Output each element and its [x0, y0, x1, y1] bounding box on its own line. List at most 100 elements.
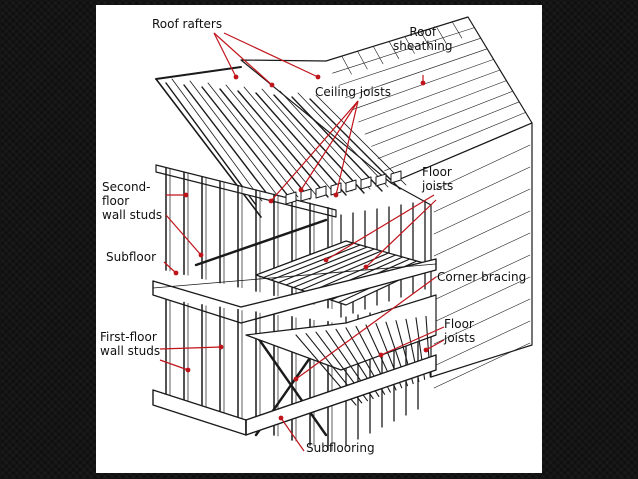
leader-line	[213, 32, 237, 78]
siding-line	[433, 210, 531, 257]
rafter	[219, 88, 311, 200]
sheathing-seam	[357, 50, 368, 70]
upper-floor-joist	[277, 246, 368, 284]
leader-line	[270, 100, 359, 202]
siding-line	[433, 166, 531, 213]
leader-dot	[218, 344, 224, 350]
leader-line	[335, 100, 359, 196]
label-floor-joists-lower: Floor joists	[444, 317, 476, 345]
leader-dot	[269, 82, 275, 88]
framing-linework	[152, 16, 533, 452]
leader-line	[163, 261, 177, 274]
ceiling-joist-end	[360, 176, 372, 190]
leader-line	[213, 32, 273, 86]
label-roof-sheathing: Roof sheathing	[393, 25, 453, 53]
upper-floor-joist	[255, 240, 347, 276]
label-subflooring: Subflooring	[306, 441, 375, 455]
leader-dot	[183, 192, 189, 198]
rafter-edge	[279, 90, 371, 190]
sheathing-seam	[341, 55, 352, 75]
rafter	[183, 84, 275, 204]
sheathing-course	[371, 90, 514, 147]
sheathing-seam	[420, 31, 431, 49]
leader-line	[223, 32, 319, 78]
ceiling-joist-end	[315, 185, 327, 199]
ceiling-joist-end	[345, 179, 357, 193]
rafter-edge	[171, 78, 263, 202]
leader-dot	[293, 376, 299, 382]
rafter-edge	[297, 92, 389, 188]
label-leaders	[159, 32, 445, 452]
label-second-floor-wall-studs: Second- floor wall studs	[102, 180, 163, 222]
upper-floor-joist	[262, 242, 354, 279]
leader-dot	[378, 352, 384, 358]
siding-line	[433, 254, 531, 301]
rafter-edge	[225, 84, 317, 196]
sheathing-seam	[388, 41, 400, 59]
sheathing-seam	[373, 46, 384, 65]
ceiling-joist-end	[375, 173, 387, 187]
subfloor-band	[152, 258, 437, 324]
leader-line	[280, 417, 305, 452]
leader-dot	[298, 187, 304, 193]
leader-dot	[323, 257, 329, 263]
rafter-edge	[189, 80, 281, 200]
leader-line	[365, 199, 437, 268]
sheathing-course	[384, 112, 526, 172]
leader-dot	[363, 264, 369, 270]
upper-floor-joist	[270, 244, 361, 281]
sheathing-course	[332, 27, 475, 74]
sheathing-course	[364, 80, 507, 135]
label-roof-rafters: Roof rafters	[152, 17, 223, 31]
sheathing-course	[377, 101, 520, 159]
upper-floor-joist	[292, 250, 383, 289]
rafter	[165, 82, 257, 206]
sheathing-course	[338, 37, 482, 86]
label-ceiling-joists: Ceiling joists	[315, 85, 392, 99]
leader-line	[159, 346, 222, 350]
sheathing-seam	[451, 21, 463, 39]
ceiling-joist-end	[390, 170, 402, 184]
siding-line	[433, 320, 531, 367]
ceiling-joist-end	[285, 191, 297, 205]
label-first-floor-wall-studs: First-floor wall studs	[100, 330, 161, 358]
leader-line	[295, 276, 437, 380]
leader-dot	[268, 198, 274, 204]
leader-line	[159, 359, 189, 371]
siding-line	[433, 276, 531, 323]
leader-dot	[278, 415, 284, 421]
rafter-edge	[243, 86, 335, 194]
leader-dot	[173, 270, 179, 276]
sheathing-course	[345, 48, 488, 98]
leader-dot	[315, 74, 321, 80]
siding-line	[433, 232, 531, 279]
leader-line	[380, 326, 445, 356]
diagram-slide: Roof rafters Roof sheathing Ceiling jois…	[96, 5, 542, 473]
leader-dot	[420, 80, 426, 86]
label-floor-joists-upper: Floor joists	[422, 165, 454, 193]
leader-dot	[333, 192, 339, 198]
rafter	[273, 94, 365, 194]
leader-dot	[233, 74, 239, 80]
rafter	[255, 92, 347, 196]
leader-line	[165, 214, 202, 256]
sheathing-course	[358, 69, 501, 123]
siding-line	[433, 144, 531, 191]
leader-dot	[423, 347, 429, 353]
siding-line	[433, 298, 531, 345]
leader-line	[425, 339, 445, 351]
leader-dot	[185, 367, 191, 373]
rafter	[201, 86, 293, 202]
sheathing-seam	[404, 36, 415, 54]
leader-dot	[198, 252, 204, 258]
upper-bracing	[194, 218, 328, 267]
subfloor-edge	[152, 263, 437, 289]
leader-line	[325, 194, 435, 261]
leader-line	[300, 100, 359, 191]
rafter-edge	[315, 94, 407, 186]
house-framing-drawing	[152, 16, 533, 452]
siding-line	[433, 342, 531, 389]
rafter-edge	[261, 88, 353, 192]
ridge-board	[155, 66, 242, 80]
rafter	[291, 96, 383, 192]
